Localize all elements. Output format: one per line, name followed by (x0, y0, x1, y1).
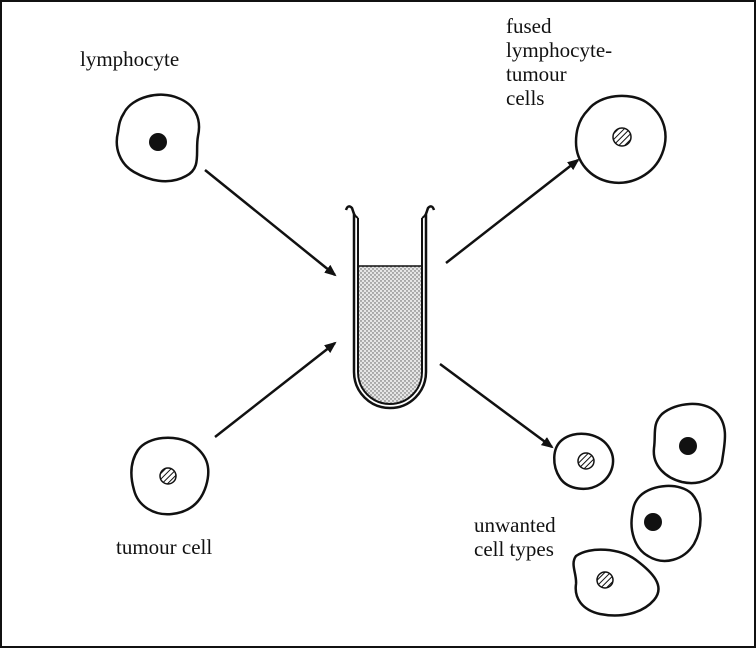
fused-label-line-1: fused (506, 14, 612, 38)
lymphocyte-nucleus-icon (644, 513, 662, 531)
tumour-nucleus-icon (597, 572, 613, 588)
unwanted-cell-tumour-2 (574, 550, 659, 616)
lymphocyte-nucleus-icon (149, 133, 167, 151)
arrow-tumour-to-tube (215, 343, 335, 437)
unwanted-label-line-1: unwanted (474, 513, 556, 537)
tumour-cell-label: tumour cell (116, 535, 212, 559)
arrow-lymphocyte-to-tube (205, 170, 335, 275)
fused-label-line-4: cells (506, 86, 612, 110)
fused-nucleus-icon (613, 128, 631, 146)
lymphocyte-nucleus-icon (679, 437, 697, 455)
test-tube-icon (346, 206, 434, 408)
fused-cells-label: fused lymphocyte- tumour cells (506, 14, 612, 110)
unwanted-cell-tumour-1 (554, 434, 613, 489)
tumour-cell (131, 438, 208, 515)
arrow-tube-to-unwanted (440, 364, 552, 447)
lymphocyte-label: lymphocyte (80, 47, 179, 71)
unwanted-cell-lymphocyte-2 (632, 486, 701, 561)
lymphocyte-cell (117, 95, 199, 182)
unwanted-cell-types-label: unwanted cell types (474, 513, 556, 561)
unwanted-label-line-2: cell types (474, 537, 556, 561)
unwanted-cell-lymphocyte-1 (654, 404, 725, 483)
fused-label-line-2: lymphocyte- (506, 38, 612, 62)
tumour-nucleus-icon (578, 453, 594, 469)
arrow-tube-to-fused (446, 160, 578, 263)
tumour-nucleus-icon (160, 468, 176, 484)
fused-label-line-3: tumour (506, 62, 612, 86)
